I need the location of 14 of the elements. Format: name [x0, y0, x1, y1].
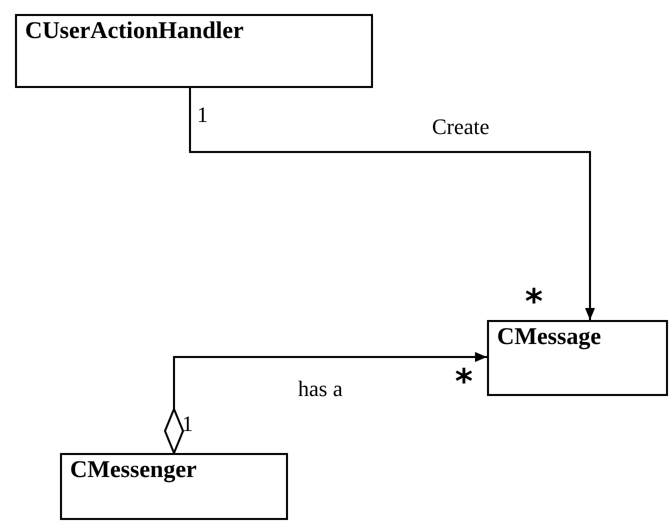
class-name: CUserActionHandler	[25, 18, 244, 45]
edge-label: has a	[298, 378, 343, 400]
edge-label: Create	[432, 116, 490, 138]
class-box	[60, 453, 288, 520]
multiplicity-label: 1	[197, 104, 208, 126]
multiplicity-label: 1	[182, 413, 193, 435]
class-box	[487, 320, 668, 396]
class-name: CMessenger	[70, 457, 197, 484]
multiplicity-label: *	[525, 282, 543, 322]
class-box	[15, 14, 373, 88]
association-arrow	[189, 88, 595, 320]
multiplicity-label: *	[455, 362, 473, 402]
class-name: CMessage	[497, 324, 601, 351]
aggregation-arrow	[164, 352, 487, 454]
